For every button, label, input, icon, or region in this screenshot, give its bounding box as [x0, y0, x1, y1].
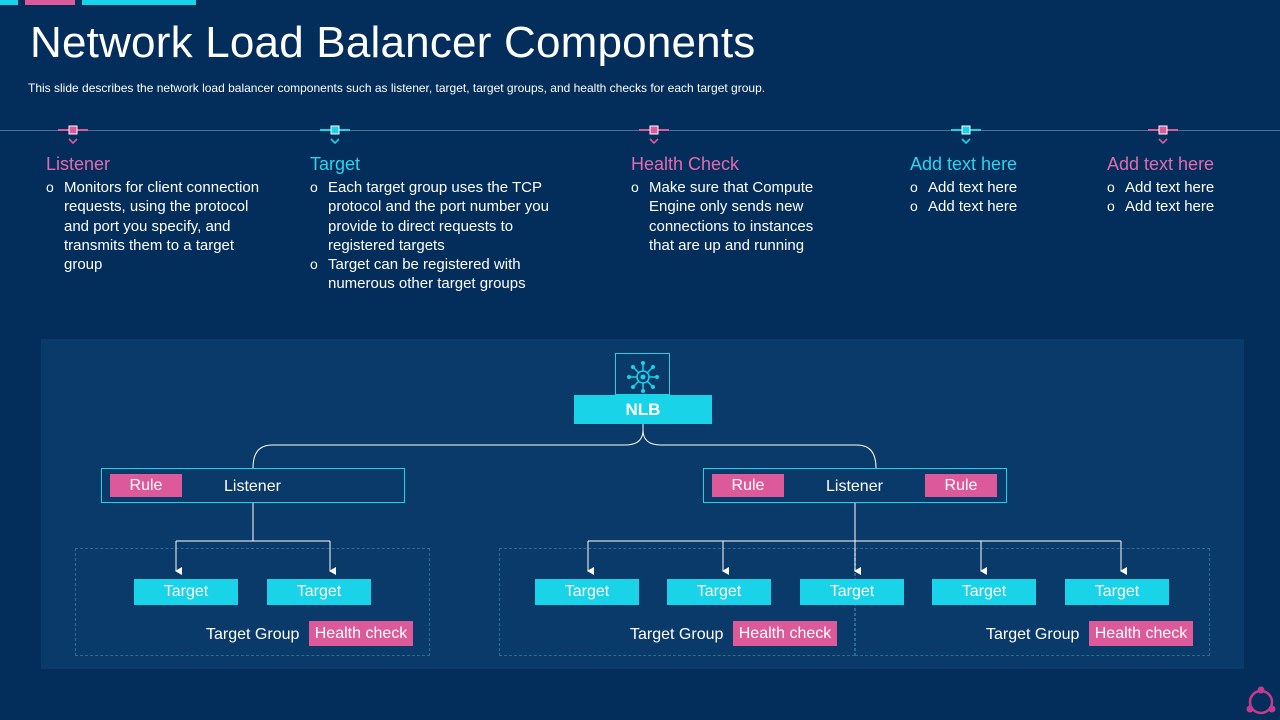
health-check-box: Health check: [1089, 621, 1193, 646]
top-accent-bar: [82, 0, 196, 5]
cycle-logo-icon: [1246, 686, 1276, 715]
page-title: Network Load Balancer Components: [30, 18, 756, 67]
bullet-item: Add text here: [910, 178, 1070, 198]
nlb-box: NLB: [574, 395, 712, 424]
target-box: Target: [134, 579, 238, 605]
listener-box: [703, 468, 1007, 503]
listener-box: [101, 468, 405, 503]
health-check-box: Health check: [309, 621, 413, 646]
listener-label: Listener: [826, 478, 883, 495]
rule-box: Rule: [712, 474, 784, 497]
target-group-label: Target Group: [986, 626, 1080, 643]
target-box: Target: [267, 579, 371, 605]
bullet-item: Add text here: [910, 197, 1070, 217]
column-placeholder: Add text here Add text here Add text her…: [910, 154, 1070, 217]
column-heading: Add text here: [910, 154, 1018, 174]
page-subtitle: This slide describes the network load ba…: [28, 81, 766, 95]
bullet-item: Make sure that Compute Engine only sends…: [631, 178, 836, 255]
column-placeholder: Add text here Add text here Add text her…: [1107, 154, 1267, 217]
rule-box: Rule: [110, 474, 182, 497]
target-box: Target: [1065, 579, 1169, 605]
column-heading: Target: [310, 154, 361, 174]
column-listener: Listener Monitors for client connection …: [46, 154, 271, 274]
rule-box: Rule: [925, 474, 997, 497]
target-box: Target: [667, 579, 771, 605]
bullet-item: Target can be registered with numerous o…: [310, 255, 575, 294]
top-accent-bar: [25, 0, 75, 5]
column-heading: Listener: [46, 154, 111, 174]
column-heading: Add text here: [1107, 154, 1215, 174]
timeline-marker-icon: [951, 125, 981, 145]
target-box: Target: [932, 579, 1036, 605]
target-box: Target: [800, 579, 904, 605]
top-accent-bar: [0, 0, 18, 5]
network-hub-icon: [627, 361, 659, 393]
target-group-label: Target Group: [206, 626, 300, 643]
timeline-marker-icon: [639, 125, 669, 145]
bullet-item: Add text here: [1107, 197, 1267, 217]
bullet-item: Monitors for client connection requests,…: [46, 178, 271, 274]
target-group-label: Target Group: [630, 626, 724, 643]
timeline-marker-icon: [320, 125, 350, 145]
listener-label: Listener: [224, 478, 281, 495]
bullet-item: Add text here: [1107, 178, 1267, 198]
target-group-box: [75, 548, 430, 656]
timeline-marker-icon: [1148, 125, 1178, 145]
target-box: Target: [535, 579, 639, 605]
bullet-item: Each target group uses the TCP protocol …: [310, 178, 575, 255]
timeline-marker-icon: [58, 125, 88, 145]
column-heading: Health Check: [631, 154, 740, 174]
column-target: Target Each target group uses the TCP pr…: [310, 154, 575, 294]
nlb-icon-box: [615, 353, 670, 395]
health-check-box: Health check: [733, 621, 837, 646]
column-health-check: Health Check Make sure that Compute Engi…: [631, 154, 836, 255]
